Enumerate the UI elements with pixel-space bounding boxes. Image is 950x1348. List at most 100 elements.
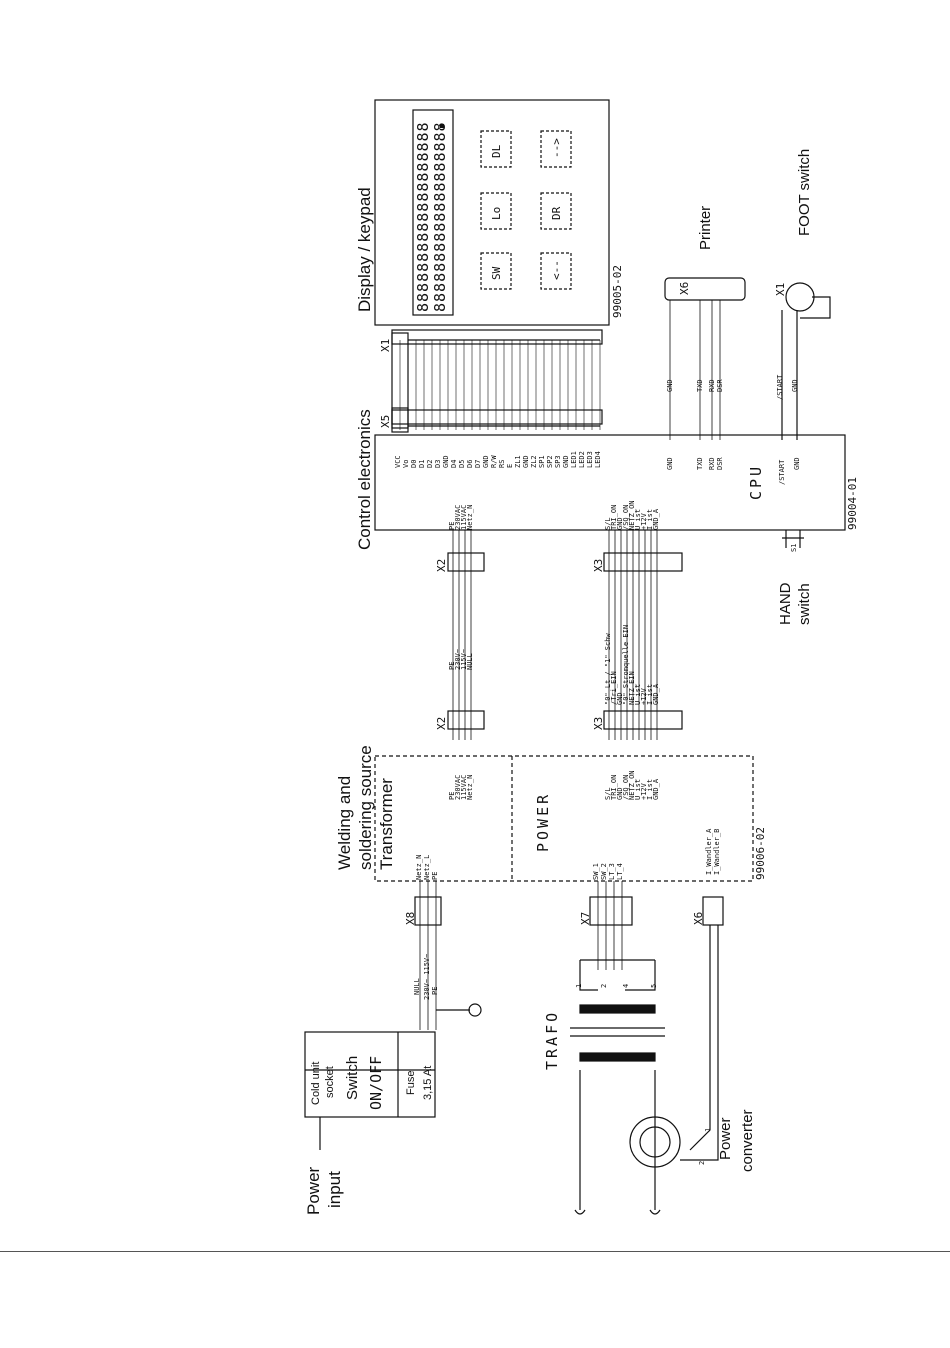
x2-signal: Netz_N: [466, 504, 474, 530]
x5-signal: D4: [450, 459, 458, 468]
key-right-arrow[interactable]: -->: [550, 138, 563, 158]
converter-pin: 2: [698, 1160, 706, 1165]
connector-x6-power: X6: [692, 911, 705, 925]
x5-signal: LED2: [578, 451, 586, 468]
x5-signal: R/W: [490, 455, 498, 468]
cold-unit-label-2: socket: [324, 1066, 336, 1098]
x5-signal: LED1: [570, 451, 578, 468]
connector-x6-printer: X6: [678, 281, 691, 295]
welding-title-1: Welding and: [335, 775, 354, 870]
x7-signal: SW_2: [600, 863, 608, 880]
x6-power-signal: I_Wandler_B: [713, 828, 721, 875]
trafo-pin: 1: [575, 983, 583, 988]
fuse-rating: 3,15 At: [422, 1065, 434, 1100]
printer-signal: TXD: [696, 379, 704, 392]
power-input-label-1: Power: [304, 1166, 323, 1215]
x5-signal: Vo: [402, 459, 410, 468]
x3-bottom-signal: GND_A: [652, 778, 660, 800]
x5-signal: D2: [426, 459, 434, 468]
fuse-label: Fuse: [405, 1070, 417, 1095]
hand-switch-label-2: switch: [796, 583, 813, 625]
x5-signal: D5: [458, 459, 466, 468]
power-block-label: POWER: [534, 791, 552, 852]
x8-signal: Netz_N: [415, 854, 423, 880]
power-part-number: 99006-02: [754, 827, 767, 880]
connector-s1: S1: [790, 543, 798, 552]
x5-signal: SP3: [554, 455, 562, 468]
key-left-arrow[interactable]: <--: [550, 260, 563, 280]
printer-signal: RXD: [708, 379, 716, 392]
display-segments-row2: 8888888888888888888: [431, 121, 449, 312]
hand-switch-label-1: HAND: [777, 582, 794, 625]
connector-x8: X8: [404, 911, 417, 925]
x8-wire: 230V~ 115V~: [423, 953, 431, 1000]
x7-signal: SW_1: [592, 863, 600, 880]
connector-x3-top: X3: [592, 558, 605, 572]
x5-signal: GND: [442, 455, 450, 468]
trafo-pin: 2: [600, 983, 608, 988]
x5-signal: GND: [562, 455, 570, 468]
key-sw[interactable]: SW: [490, 266, 503, 280]
cpu-block-label: CPU: [747, 463, 765, 500]
trafo-pin: 4: [622, 983, 630, 988]
key-lo[interactable]: Lo: [490, 206, 503, 220]
x5-signal: ZL1: [514, 455, 522, 468]
x5-signal: SP2: [546, 455, 554, 468]
connector-x3-bottom: X3: [592, 716, 605, 730]
connector-x7: X7: [579, 911, 592, 925]
connector-x5: X5: [379, 414, 392, 428]
cpu-signal: TXD: [696, 457, 704, 470]
x5-signal: D1: [418, 459, 426, 468]
x8-signal: PE: [431, 871, 439, 880]
cpu-signal: DSR: [716, 457, 724, 470]
x5-signal: E: [506, 463, 514, 468]
foot-signal: GND: [791, 379, 799, 392]
x8-wire: PE: [431, 986, 439, 995]
x5-signal: VCC: [394, 455, 402, 468]
page-divider: [0, 1251, 950, 1252]
x5-signal: GND: [482, 455, 490, 468]
control-electronics-title: Control electronics: [355, 409, 374, 550]
power-input-label-2: input: [325, 1171, 344, 1208]
x5-signal: D7: [474, 459, 482, 468]
switch-label: Switch: [344, 1055, 361, 1100]
cpu-signal: GND: [666, 457, 674, 470]
foot-signal: /START: [776, 374, 784, 400]
key-dr[interactable]: DR: [550, 206, 563, 220]
x3-signal: GND_A: [652, 508, 660, 530]
x5-signal: LED4: [594, 451, 602, 468]
cpu-part-number: 99004-01: [846, 477, 859, 530]
printer-signal: DSR: [716, 379, 724, 392]
connector-x2-bottom: X2: [435, 716, 448, 730]
welding-title-2: soldering source: [356, 745, 375, 870]
connector-x1-foot: X1: [774, 282, 787, 296]
cpu-signal: GND: [793, 457, 801, 470]
display-segments-row1: 8888888888888888888: [414, 121, 432, 312]
transformer-title: Transformer: [377, 778, 396, 870]
on-off-label: ON/OFF: [367, 1055, 385, 1110]
x8-wire: NULL: [413, 978, 421, 995]
cpu-signal: RXD: [708, 457, 716, 470]
connector-x2-top: X2: [435, 558, 448, 572]
x6-power-signal: I_Wandler_A: [705, 828, 713, 875]
x2-wire: NULL: [466, 653, 474, 670]
x5-signal: RS: [498, 459, 506, 468]
trafo-label: TRAFO: [543, 1009, 561, 1070]
x5-signal: D6: [466, 459, 474, 468]
cpu-signal: /START: [778, 459, 786, 485]
printer-label: Printer: [697, 205, 714, 250]
x5-signal: SP1: [538, 455, 546, 468]
display-keypad-title: Display / keypad: [355, 187, 374, 312]
x2-bottom-signal: Netz_N: [466, 774, 474, 800]
x7-signal: LT_4: [616, 863, 624, 880]
trafo-pin: 5: [650, 983, 658, 988]
x3-wire: GND_A: [652, 683, 660, 705]
x5-signal: ZL2: [530, 455, 538, 468]
key-dl[interactable]: DL: [490, 144, 503, 158]
cold-unit-label-1: Cold unit: [310, 1061, 322, 1105]
x5-signal: D0: [410, 459, 418, 468]
x7-signal: LT_3: [608, 863, 616, 880]
x5-signal: D3: [434, 459, 442, 468]
power-converter-label-2: converter: [739, 1109, 756, 1172]
